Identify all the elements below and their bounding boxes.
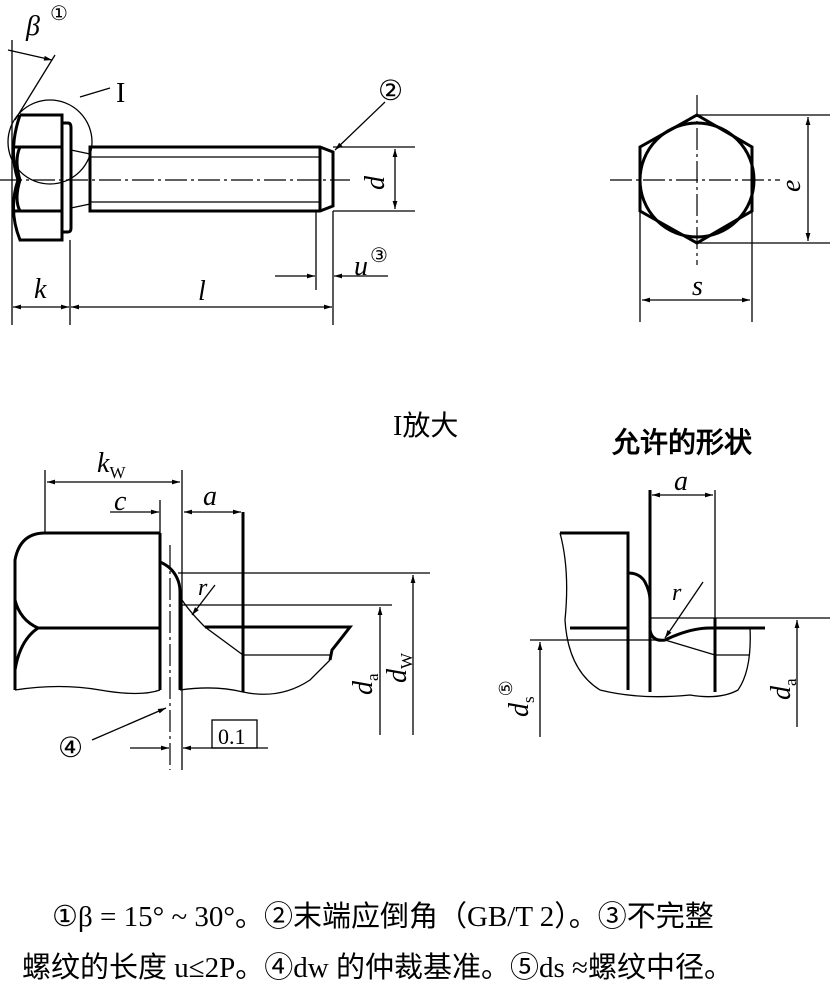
- u-label: u: [354, 251, 368, 282]
- a-label-allowed: a: [674, 466, 688, 497]
- da-label: da: [348, 673, 382, 695]
- ds-label: ds⑤: [496, 680, 538, 717]
- l-label: l: [198, 276, 206, 307]
- allowed-shape-view: a r da ds⑤: [496, 466, 830, 737]
- bolt-end-view: e s: [610, 95, 830, 322]
- a-label: a: [203, 481, 217, 512]
- beta-label: β: [25, 11, 40, 42]
- d-label: d: [360, 175, 391, 190]
- s-label: s: [692, 271, 703, 302]
- note3-mark: ③: [370, 245, 388, 267]
- allowed-shape-title: 允许的形状: [611, 426, 753, 459]
- k-label: k: [34, 274, 47, 305]
- da-label-allowed: da: [766, 678, 800, 700]
- r-label: r: [198, 575, 208, 601]
- kw-label: kW: [97, 448, 126, 482]
- detail-circle: [7, 99, 93, 185]
- r-label-allowed: r: [672, 580, 682, 606]
- bolt-side-view: β ① I ② d u ③ k l: [0, 3, 415, 325]
- dw-label: dW: [382, 652, 416, 683]
- note1-mark: ①: [50, 3, 68, 25]
- detail-mark: I: [116, 78, 125, 109]
- detail-title: I放大: [393, 410, 458, 442]
- note-line-1: ①β = 15° ~ 30°。②末端应倒角（GB/T 2）。③不完整: [52, 901, 714, 933]
- tolerance-box: [211, 719, 258, 749]
- e-label: e: [776, 180, 807, 192]
- detail-enlarged-view: kW c a r da dW ④ 0.1: [13, 448, 430, 770]
- note2-mark: ②: [378, 76, 403, 107]
- note4-mark: ④: [58, 733, 83, 764]
- c-label: c: [114, 486, 127, 517]
- tolerance-value: 0.1: [218, 724, 246, 749]
- note-line-2: 螺纹的长度 u≤2P。④dw 的仲裁基准。⑤ds ≈螺纹中径。: [22, 952, 733, 984]
